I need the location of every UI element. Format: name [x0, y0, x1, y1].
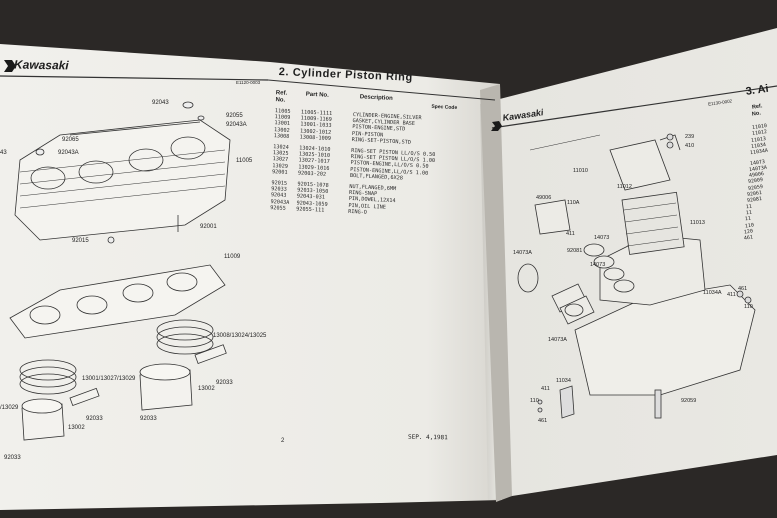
part-callout-right: 92059	[681, 398, 697, 404]
page-number: 2	[281, 438, 285, 444]
part-callout: 92015	[72, 238, 89, 244]
cylinder-block-drawing	[14, 119, 231, 241]
ref-cell: 92055	[270, 204, 286, 212]
part-callout: 13002	[198, 386, 215, 392]
part-callout-right: 411	[727, 292, 736, 298]
col-header-part: Part No.	[305, 91, 329, 99]
gasket-drawing	[9, 264, 226, 339]
part-callout: 92043	[152, 100, 169, 106]
part-callout: 13001/13027/13029	[82, 376, 136, 382]
part-callout-right: 14073	[590, 262, 606, 268]
part-callout-right: 239	[685, 134, 695, 140]
kawasaki-logo-mark-left	[4, 60, 16, 72]
part-callout: 92033	[4, 455, 21, 461]
kawasaki-logo-mark-right	[491, 121, 502, 131]
col-header-ref-line1: Ref.	[275, 90, 288, 97]
part-callout: 92001	[200, 224, 217, 230]
part-callout-right: 110	[744, 304, 753, 310]
page-date: SEP. 4,1981	[407, 433, 448, 442]
ref-cell: 92001	[271, 168, 288, 176]
piston-rings-drawing	[19, 319, 214, 395]
part-callout: 92033	[86, 416, 103, 422]
part-callout: 13002	[68, 425, 85, 431]
part-callout-right: 110A	[567, 200, 580, 206]
part-callout-right: 14073A	[513, 250, 532, 256]
piston-drawing	[21, 344, 227, 441]
part-callout-right: 92081	[567, 248, 583, 254]
part-callout-right: 14073	[594, 235, 610, 241]
part-callout-right: 461	[538, 418, 548, 424]
part-callout-right: 11010	[573, 168, 588, 174]
right-ref-number: 11	[744, 215, 752, 223]
col-header-spec: Spec Code	[431, 103, 458, 112]
part-callout: 43	[0, 150, 7, 156]
col-header-no-right: No.	[751, 110, 762, 118]
ref-cell: 13008	[273, 132, 290, 140]
part-callout: 92043A	[58, 150, 79, 156]
part-callout-right: 11012	[617, 184, 632, 190]
part-callout: 11005	[236, 158, 253, 164]
part-callout-right: 49006	[536, 195, 552, 201]
part-callout: 92033	[140, 416, 157, 422]
brand-logo-left: Kawasaki	[13, 57, 69, 73]
part-callout-right: 14073A	[548, 337, 567, 343]
part-callout-right: 11013	[690, 220, 705, 226]
intake-ducts-drawing	[534, 199, 635, 325]
part-callout-right: 11034A	[703, 290, 722, 296]
part-callout: 92033	[216, 380, 233, 386]
part-callout: 92065	[62, 137, 79, 143]
part-callout-right: 411	[566, 231, 575, 237]
small-parts-left	[35, 101, 205, 244]
part-callout-right: 11034	[556, 378, 571, 384]
small-parts-right	[537, 133, 752, 419]
part-callout-right: 461	[738, 286, 748, 292]
diagram-code-left: E1120-0003	[236, 80, 261, 85]
part-callout: 92055	[226, 113, 243, 119]
part-callout: 11009	[224, 254, 241, 260]
part-callout-right: 411	[541, 386, 550, 392]
part-callout-right: 110	[530, 398, 539, 404]
part-callout: 92043A	[226, 122, 247, 128]
part-callout: 13008/13024/13025	[213, 333, 267, 339]
part-callout: /13029	[0, 405, 19, 411]
col-header-ref-line2: No.	[275, 97, 286, 104]
description-cell: RING-O	[348, 208, 368, 216]
part-callout-right: 410	[685, 143, 695, 149]
